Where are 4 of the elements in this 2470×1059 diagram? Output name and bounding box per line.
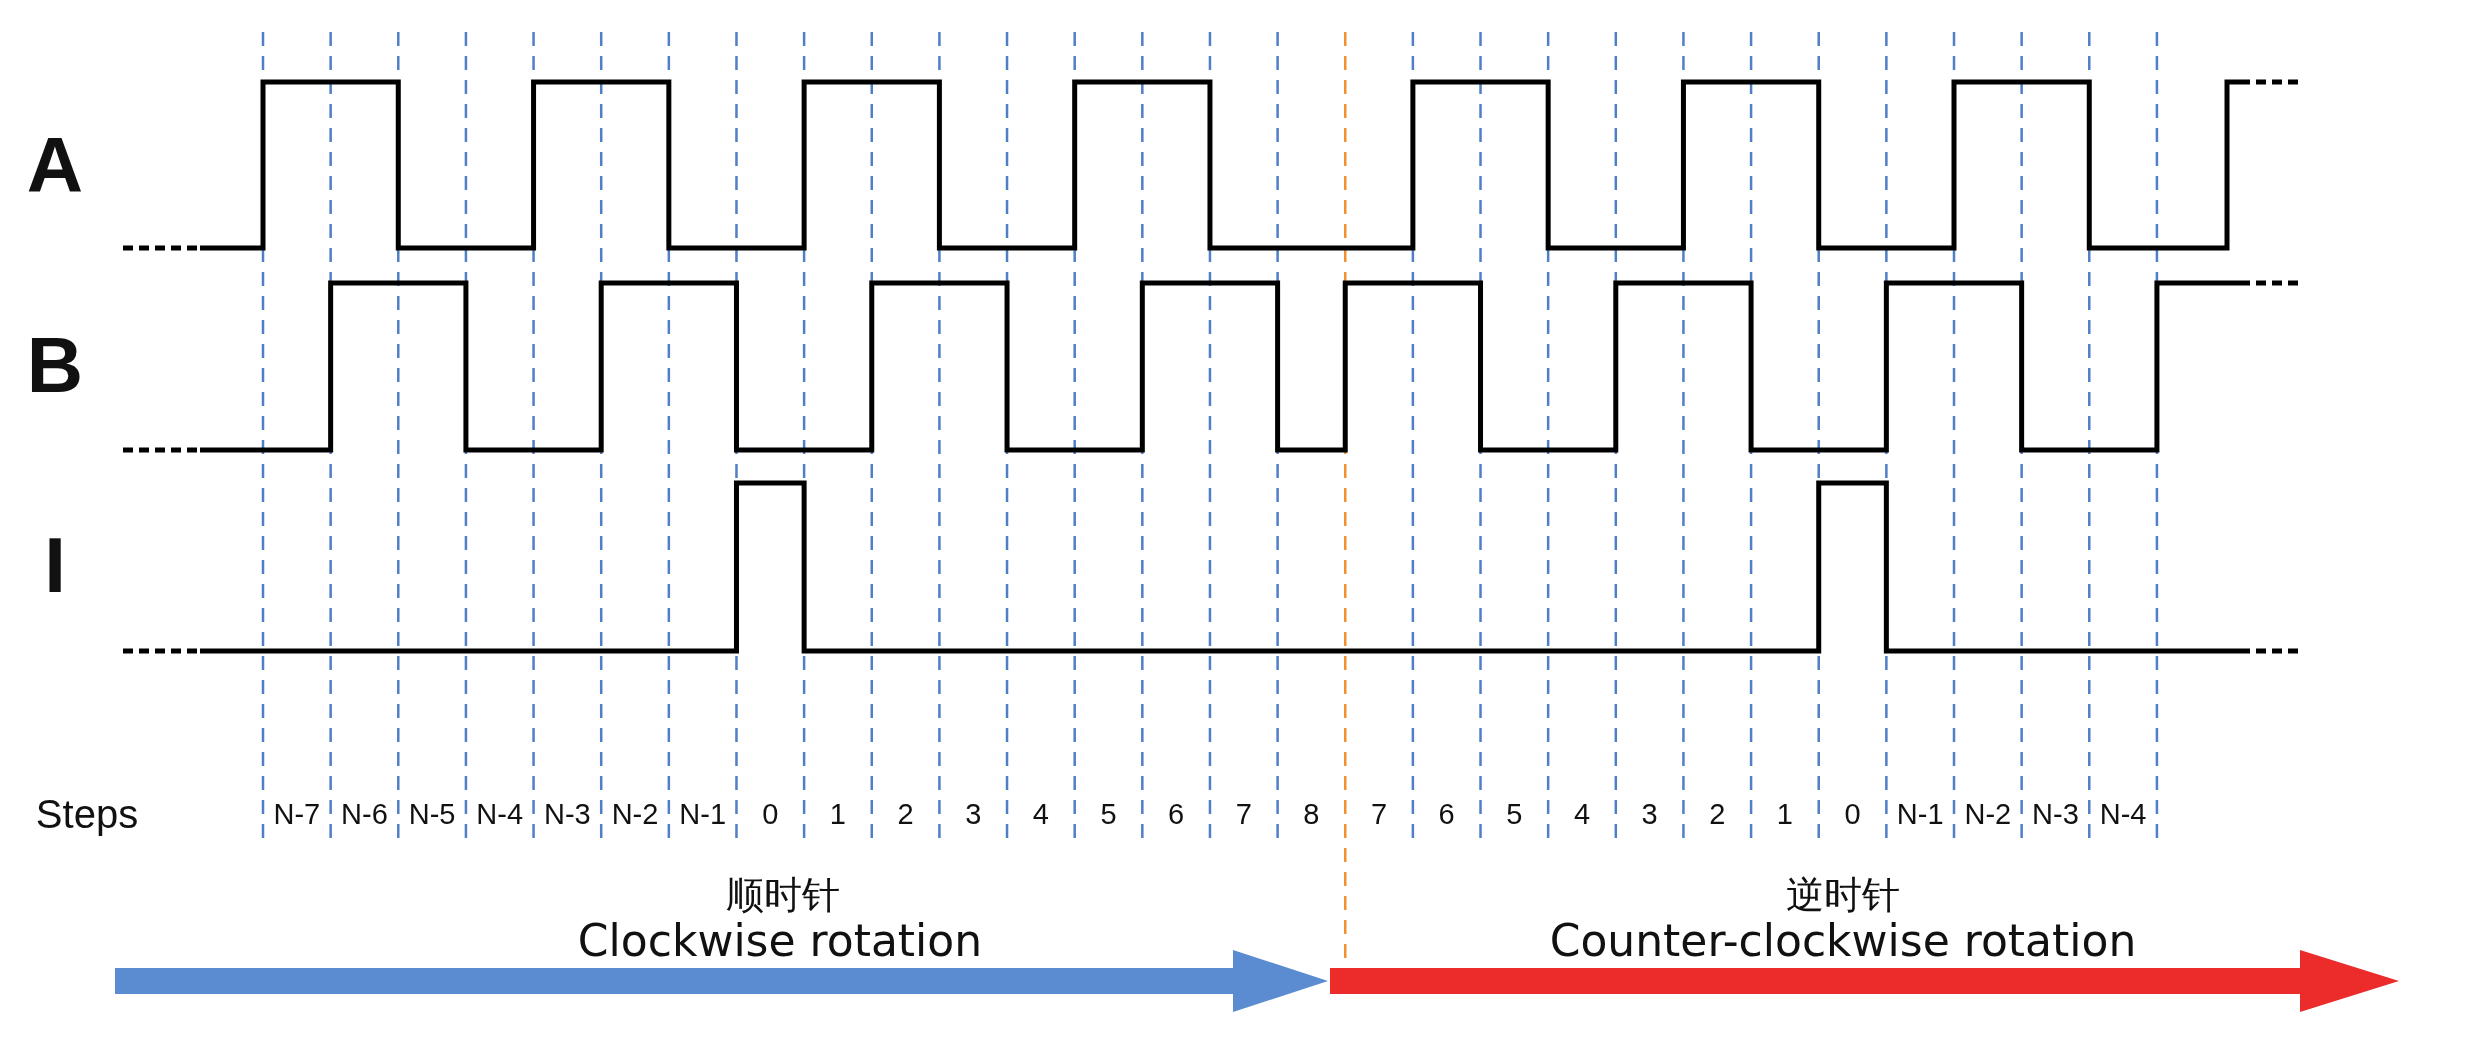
signal-label: B bbox=[26, 319, 84, 411]
axis-label: Steps bbox=[35, 791, 139, 837]
signal-label: I bbox=[44, 519, 66, 611]
signal-label: A bbox=[26, 119, 84, 211]
